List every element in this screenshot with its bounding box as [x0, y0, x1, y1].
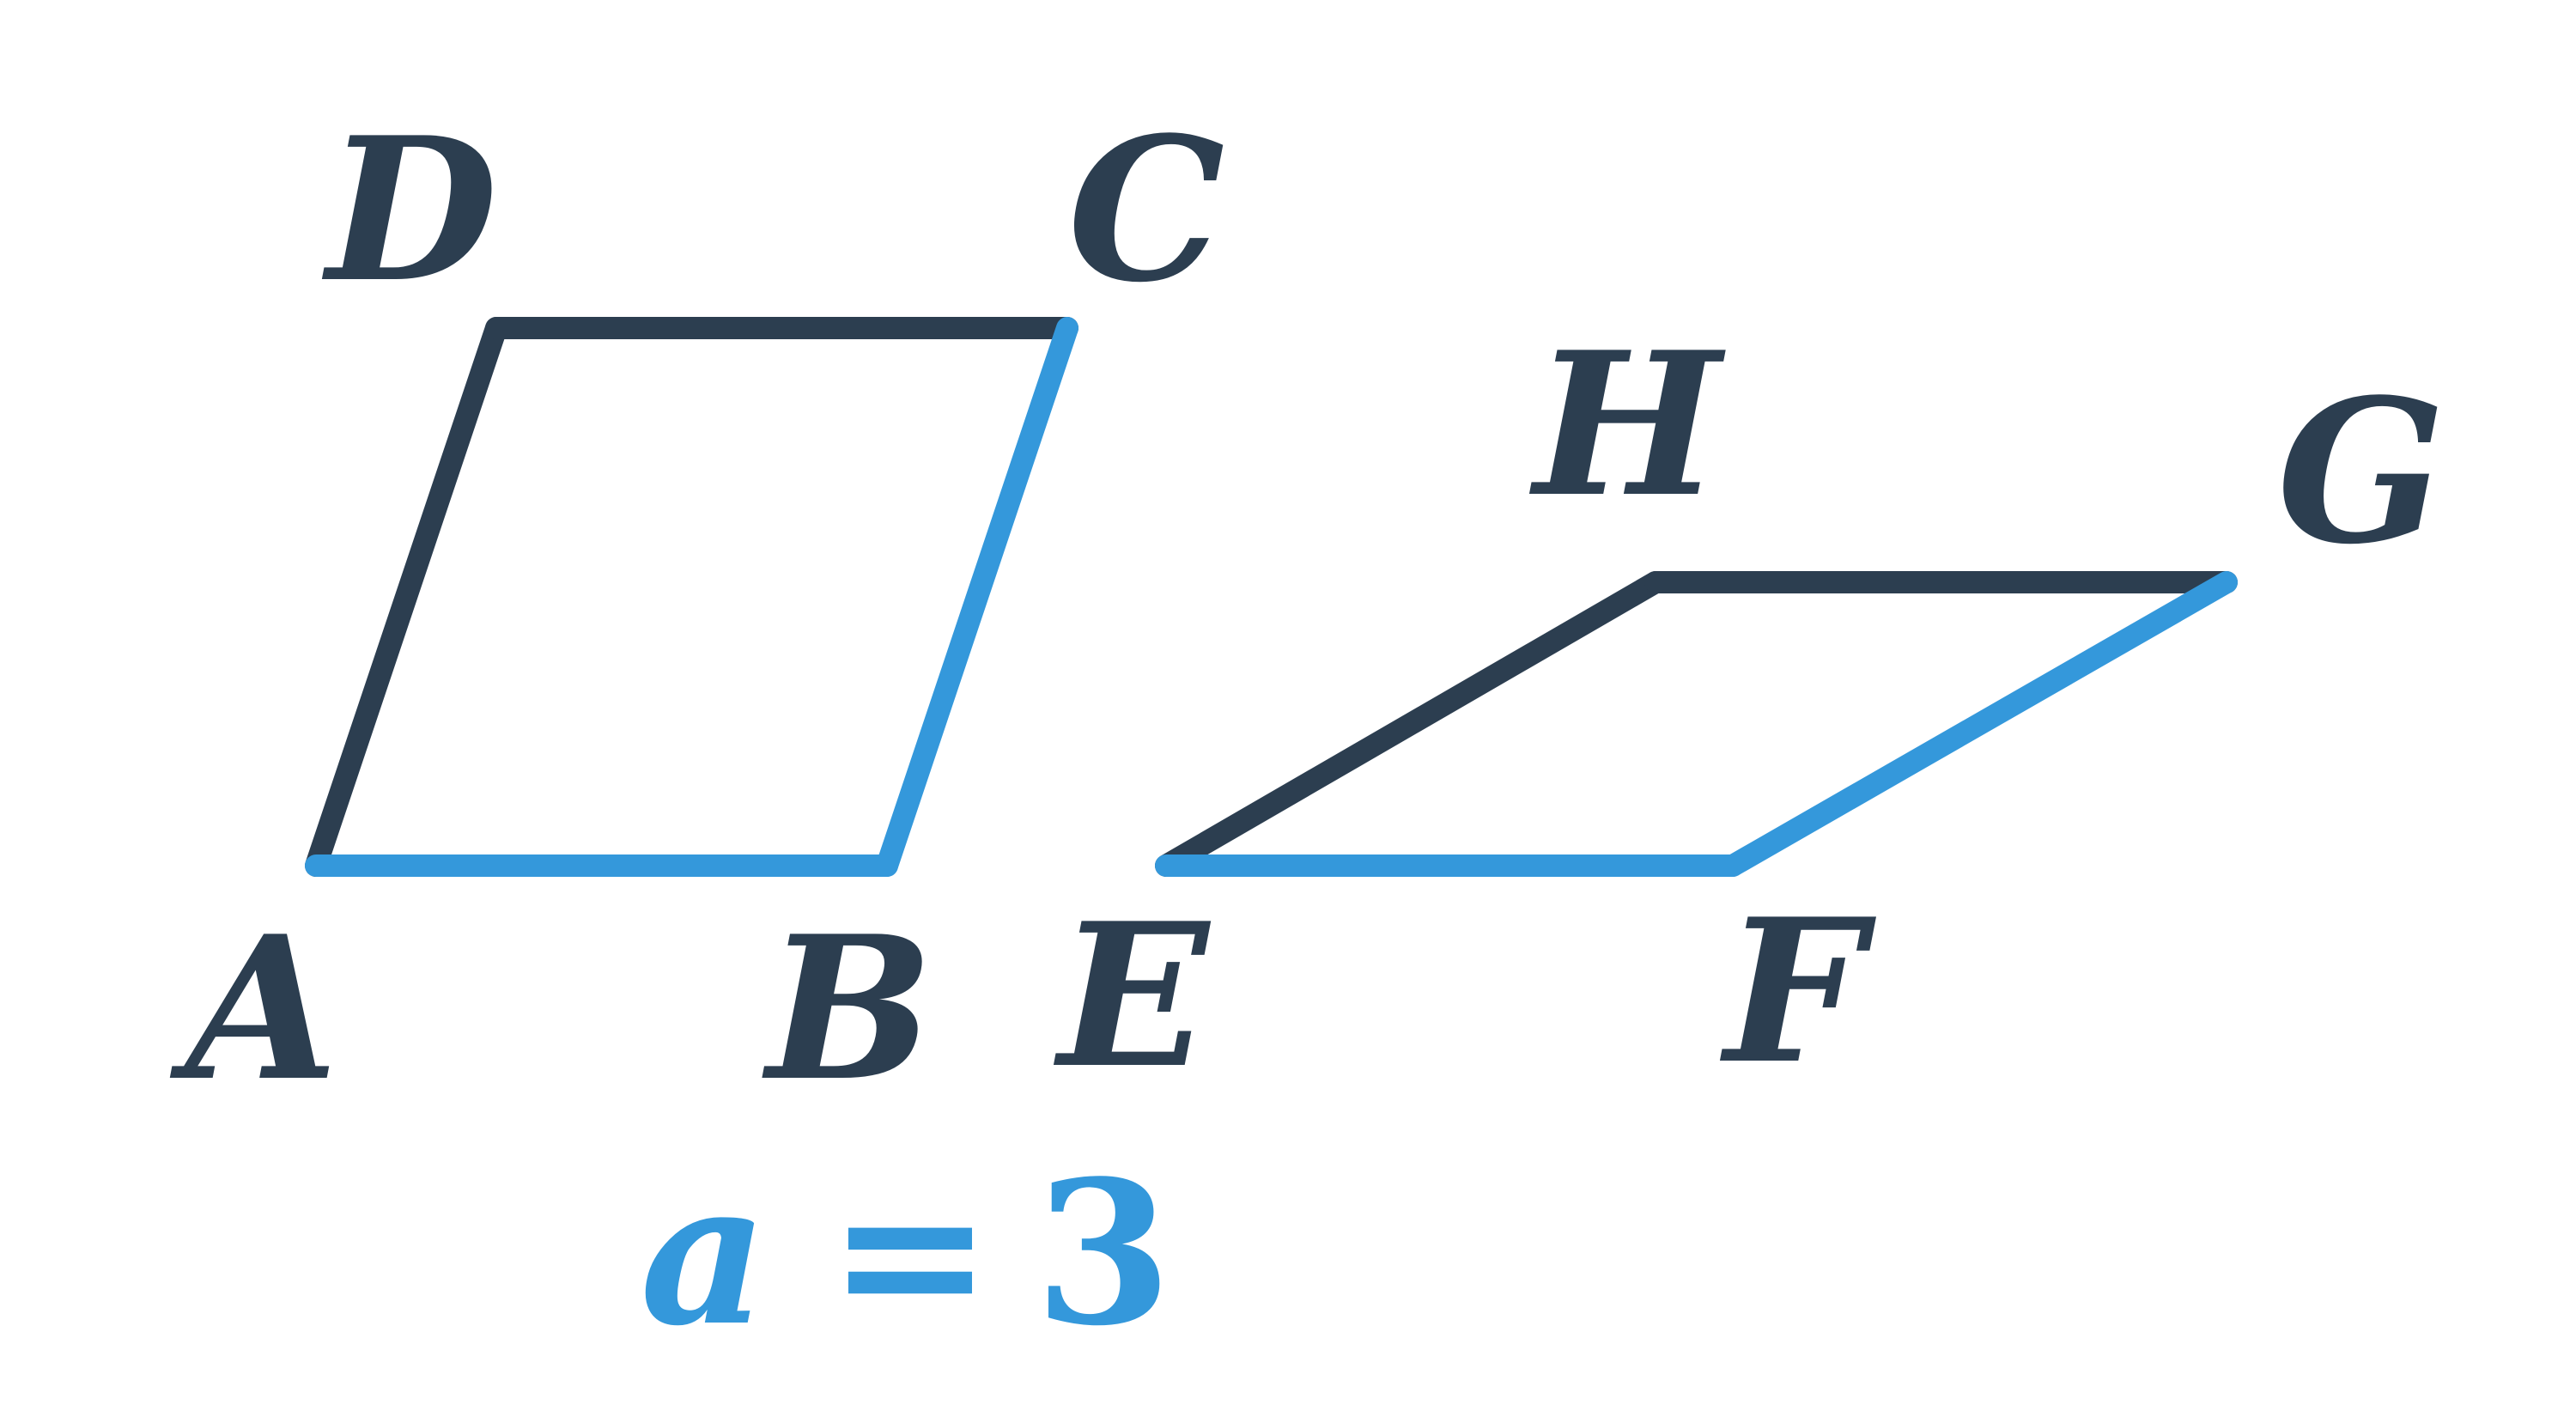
vertex-label-a: A	[170, 893, 338, 1125]
equation-operator: =	[828, 1138, 993, 1370]
segment-da	[305, 317, 507, 877]
equation-value: 3	[1035, 1138, 1172, 1370]
equation: a = 3	[640, 1138, 1172, 1370]
parallelogram-abcd	[305, 317, 1078, 877]
vertex-label-g: G	[2277, 356, 2445, 588]
segment-bc	[876, 317, 1078, 877]
equation-variable: a	[640, 1138, 768, 1370]
parallelogram-efgh	[1155, 571, 2238, 877]
segment-eh	[1155, 571, 1667, 877]
vertex-label-e: E	[1053, 880, 1211, 1112]
vertex-label-h: H	[1528, 309, 1726, 541]
vertex-label-c: C	[1067, 94, 1224, 326]
vertex-label-f: F	[1719, 876, 1876, 1108]
vertex-label-b: B	[762, 893, 933, 1125]
segment-fg	[1722, 571, 2238, 877]
vertex-labels: D C A B E F H G	[170, 94, 2445, 1125]
vertex-label-d: D	[321, 94, 497, 326]
